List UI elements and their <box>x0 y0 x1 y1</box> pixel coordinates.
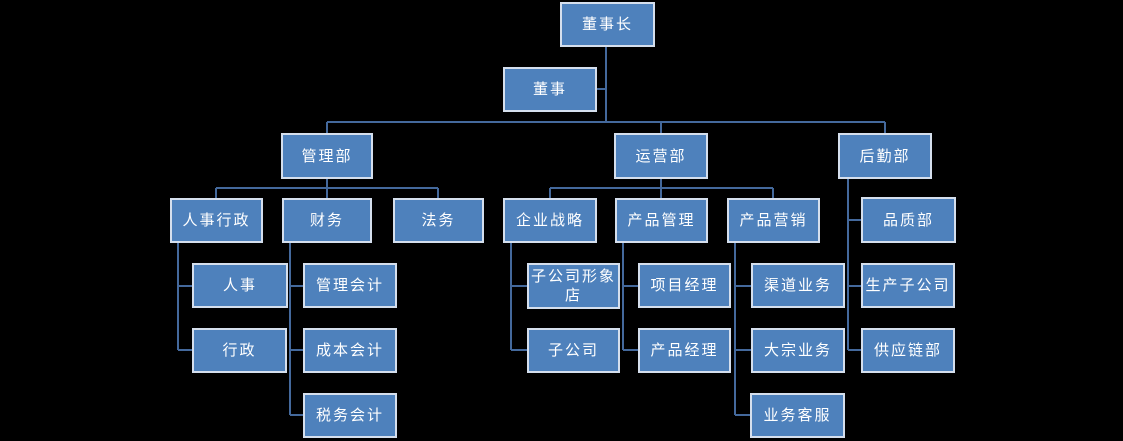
connector-logistics-hang <box>847 179 861 351</box>
node-bulk-business: 大宗业务 <box>751 328 845 373</box>
node-director: 董事 <box>503 67 597 112</box>
node-management-accounting: 管理会计 <box>303 263 397 308</box>
node-corporate-strategy: 企业战略 <box>503 198 597 243</box>
node-finance: 财务 <box>282 198 372 243</box>
node-management-dept: 管理部 <box>281 133 373 179</box>
node-cost-accounting: 成本会计 <box>303 328 397 373</box>
connector-product-management-hang <box>622 243 638 351</box>
node-chairman: 董事长 <box>560 2 655 47</box>
connector-product-marketing-hang <box>734 243 751 416</box>
node-supply-chain-dept: 供应链部 <box>861 328 955 373</box>
connector-hr-admin-hang <box>177 243 192 351</box>
connector-top-bar <box>326 121 886 133</box>
node-subsidiary-image-store: 子公司形象 店 <box>527 263 620 309</box>
node-production-subsidiary: 生产子公司 <box>861 263 955 308</box>
node-subsidiary: 子公司 <box>527 328 620 373</box>
node-logistics-dept: 后勤部 <box>838 133 932 179</box>
node-hr-admin: 人事行政 <box>170 198 263 243</box>
node-admin: 行政 <box>192 328 287 373</box>
connector-management-bar <box>215 179 439 198</box>
connector-trunk <box>597 47 607 122</box>
node-product-management: 产品管理 <box>615 198 708 243</box>
node-quality-dept: 品质部 <box>861 197 956 243</box>
node-project-manager: 项目经理 <box>638 263 731 308</box>
node-product-manager: 产品经理 <box>638 328 731 373</box>
node-legal: 法务 <box>393 198 484 243</box>
connector-operations-bar <box>549 179 774 198</box>
node-business-customer-service: 业务客服 <box>750 393 845 438</box>
connector-finance-hang <box>289 243 303 416</box>
node-operations-dept: 运营部 <box>614 133 708 179</box>
node-product-marketing: 产品营销 <box>727 198 820 243</box>
node-hr: 人事 <box>192 263 288 308</box>
node-tax-accounting: 税务会计 <box>303 393 397 438</box>
node-channel-business: 渠道业务 <box>751 263 845 308</box>
connector-strategy-hang <box>510 243 527 351</box>
